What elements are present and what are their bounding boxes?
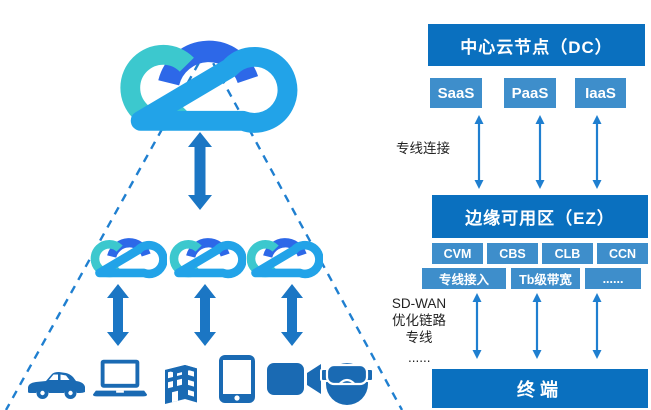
dedicated-access-box: 专线接入: [422, 268, 506, 289]
terminal-title: 终端: [517, 379, 563, 400]
cbs-label: CBS: [499, 246, 526, 261]
dc-ez-link-arrow-1: [474, 115, 484, 189]
dc-ez-link-arrow-2: [535, 115, 545, 189]
car-icon: [28, 372, 85, 399]
sdwan-more-label: ......: [408, 350, 431, 365]
central-cloud-icon: [110, 2, 300, 134]
paas-label: PaaS: [511, 84, 549, 102]
dedicated-line-label: 专线连接: [396, 141, 450, 156]
edge-cloud-icon-2: [167, 221, 246, 279]
edge-device-arrow-1: [107, 284, 129, 346]
ccn-box: CCN: [597, 243, 648, 264]
saas-box: SaaS: [430, 78, 482, 108]
iaas-box: IaaS: [575, 78, 626, 108]
paas-box: PaaS: [504, 78, 556, 108]
sdwan-line-2: 优化链路: [392, 313, 446, 328]
dedicated-access-label: 专线接入: [438, 273, 489, 287]
edge-cloud-icon-3: [244, 221, 323, 279]
tb-bandwidth-box: Tb级带宽: [511, 268, 580, 289]
dc-ez-link-arrow-3: [592, 115, 602, 189]
cvm-label: CVM: [443, 246, 472, 261]
vr-headset-icon: [320, 363, 374, 405]
sdwan-line-3: 专线: [405, 330, 433, 345]
video-camera-icon: [267, 363, 321, 395]
ccn-label: CCN: [608, 246, 637, 261]
tablet-icon: [219, 355, 255, 403]
cloud-hierarchy-arrow: [188, 132, 212, 210]
clb-box: CLB: [542, 243, 593, 264]
edge-device-arrow-2: [194, 284, 216, 346]
laptop-icon: [92, 359, 148, 397]
building-icon: [165, 365, 197, 404]
ez-zone-box: 边缘可用区（EZ）: [432, 195, 648, 238]
ez-terminal-link-arrow-3: [592, 293, 602, 359]
edge-device-arrow-3: [281, 284, 303, 346]
edge-cloud-icon-1: [88, 221, 167, 279]
tb-bandwidth-label: Tb级带宽: [519, 273, 572, 287]
ez-terminal-link-arrow-1: [472, 293, 482, 359]
cvm-box: CVM: [432, 243, 483, 264]
ellipsis-box: ......: [585, 268, 641, 289]
cbs-box: CBS: [487, 243, 538, 264]
ez-components-row: CVM CBS CLB CCN: [432, 243, 648, 264]
terminal-box: 终端: [432, 369, 648, 408]
dc-node-title: 中心云节点（DC）: [460, 37, 613, 57]
ellipsis-label: ......: [602, 271, 624, 286]
saas-label: SaaS: [437, 84, 475, 102]
sdwan-label-block: SD-WAN 优化链路 专线: [383, 295, 455, 346]
ez-zone-title: 边缘可用区（EZ）: [465, 209, 615, 228]
dc-node-box: 中心云节点（DC）: [428, 24, 645, 66]
ez-links-row: 专线接入 Tb级带宽 ......: [422, 268, 641, 289]
clb-label: CLB: [554, 246, 581, 261]
iaas-label: IaaS: [585, 84, 616, 102]
sdwan-line-1: SD-WAN: [391, 296, 447, 311]
ez-terminal-link-arrow-2: [532, 293, 542, 359]
